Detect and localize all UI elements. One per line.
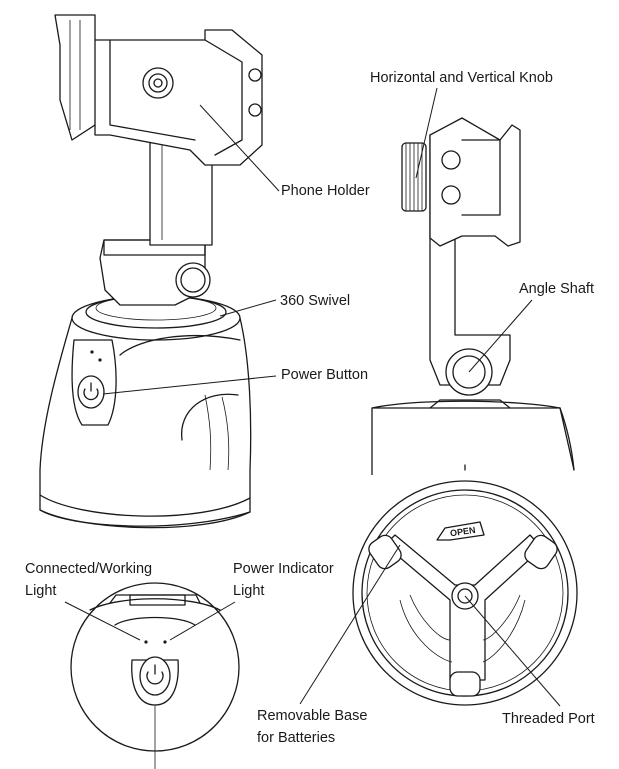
main-device-illustration: [39, 14, 263, 529]
leader-angle-shaft: [468, 299, 533, 373]
label-connected-working-light-1: Connected/Working: [25, 561, 153, 577]
label-horizontal-vertical-knob: Horizontal and Vertical Knob: [370, 70, 553, 86]
label-removable-base-2: for Batteries: [257, 730, 336, 746]
label-power-indicator-light-1: Power Indicator: [233, 561, 334, 577]
leader-phone-holder: [199, 104, 280, 192]
leader-lines: [64, 87, 561, 769]
label-removable-base-1: Removable Base: [257, 708, 368, 724]
label-power-button: Power Button: [281, 367, 369, 383]
side-view-illustration: [371, 117, 575, 475]
leader-power-indicator: [169, 601, 236, 641]
leader-power-button: [102, 375, 277, 395]
label-connected-working-light-2: Light: [25, 583, 57, 599]
leader-connected-light: [64, 601, 141, 641]
bottom-view-illustration: [352, 480, 578, 706]
leader-swivel: [219, 299, 277, 317]
label-phone-holder: Phone Holder: [281, 183, 370, 199]
leader-removable-base: [299, 544, 401, 705]
open-marking: OPEN: [449, 525, 476, 538]
label-360-swivel: 360 Swivel: [280, 293, 351, 309]
label-angle-shaft: Angle Shaft: [519, 281, 594, 297]
label-threaded-port: Threaded Port: [502, 711, 595, 727]
leader-knob: [415, 87, 438, 179]
label-power-indicator-light-2: Light: [233, 583, 265, 599]
leader-threaded-port: [464, 595, 561, 707]
